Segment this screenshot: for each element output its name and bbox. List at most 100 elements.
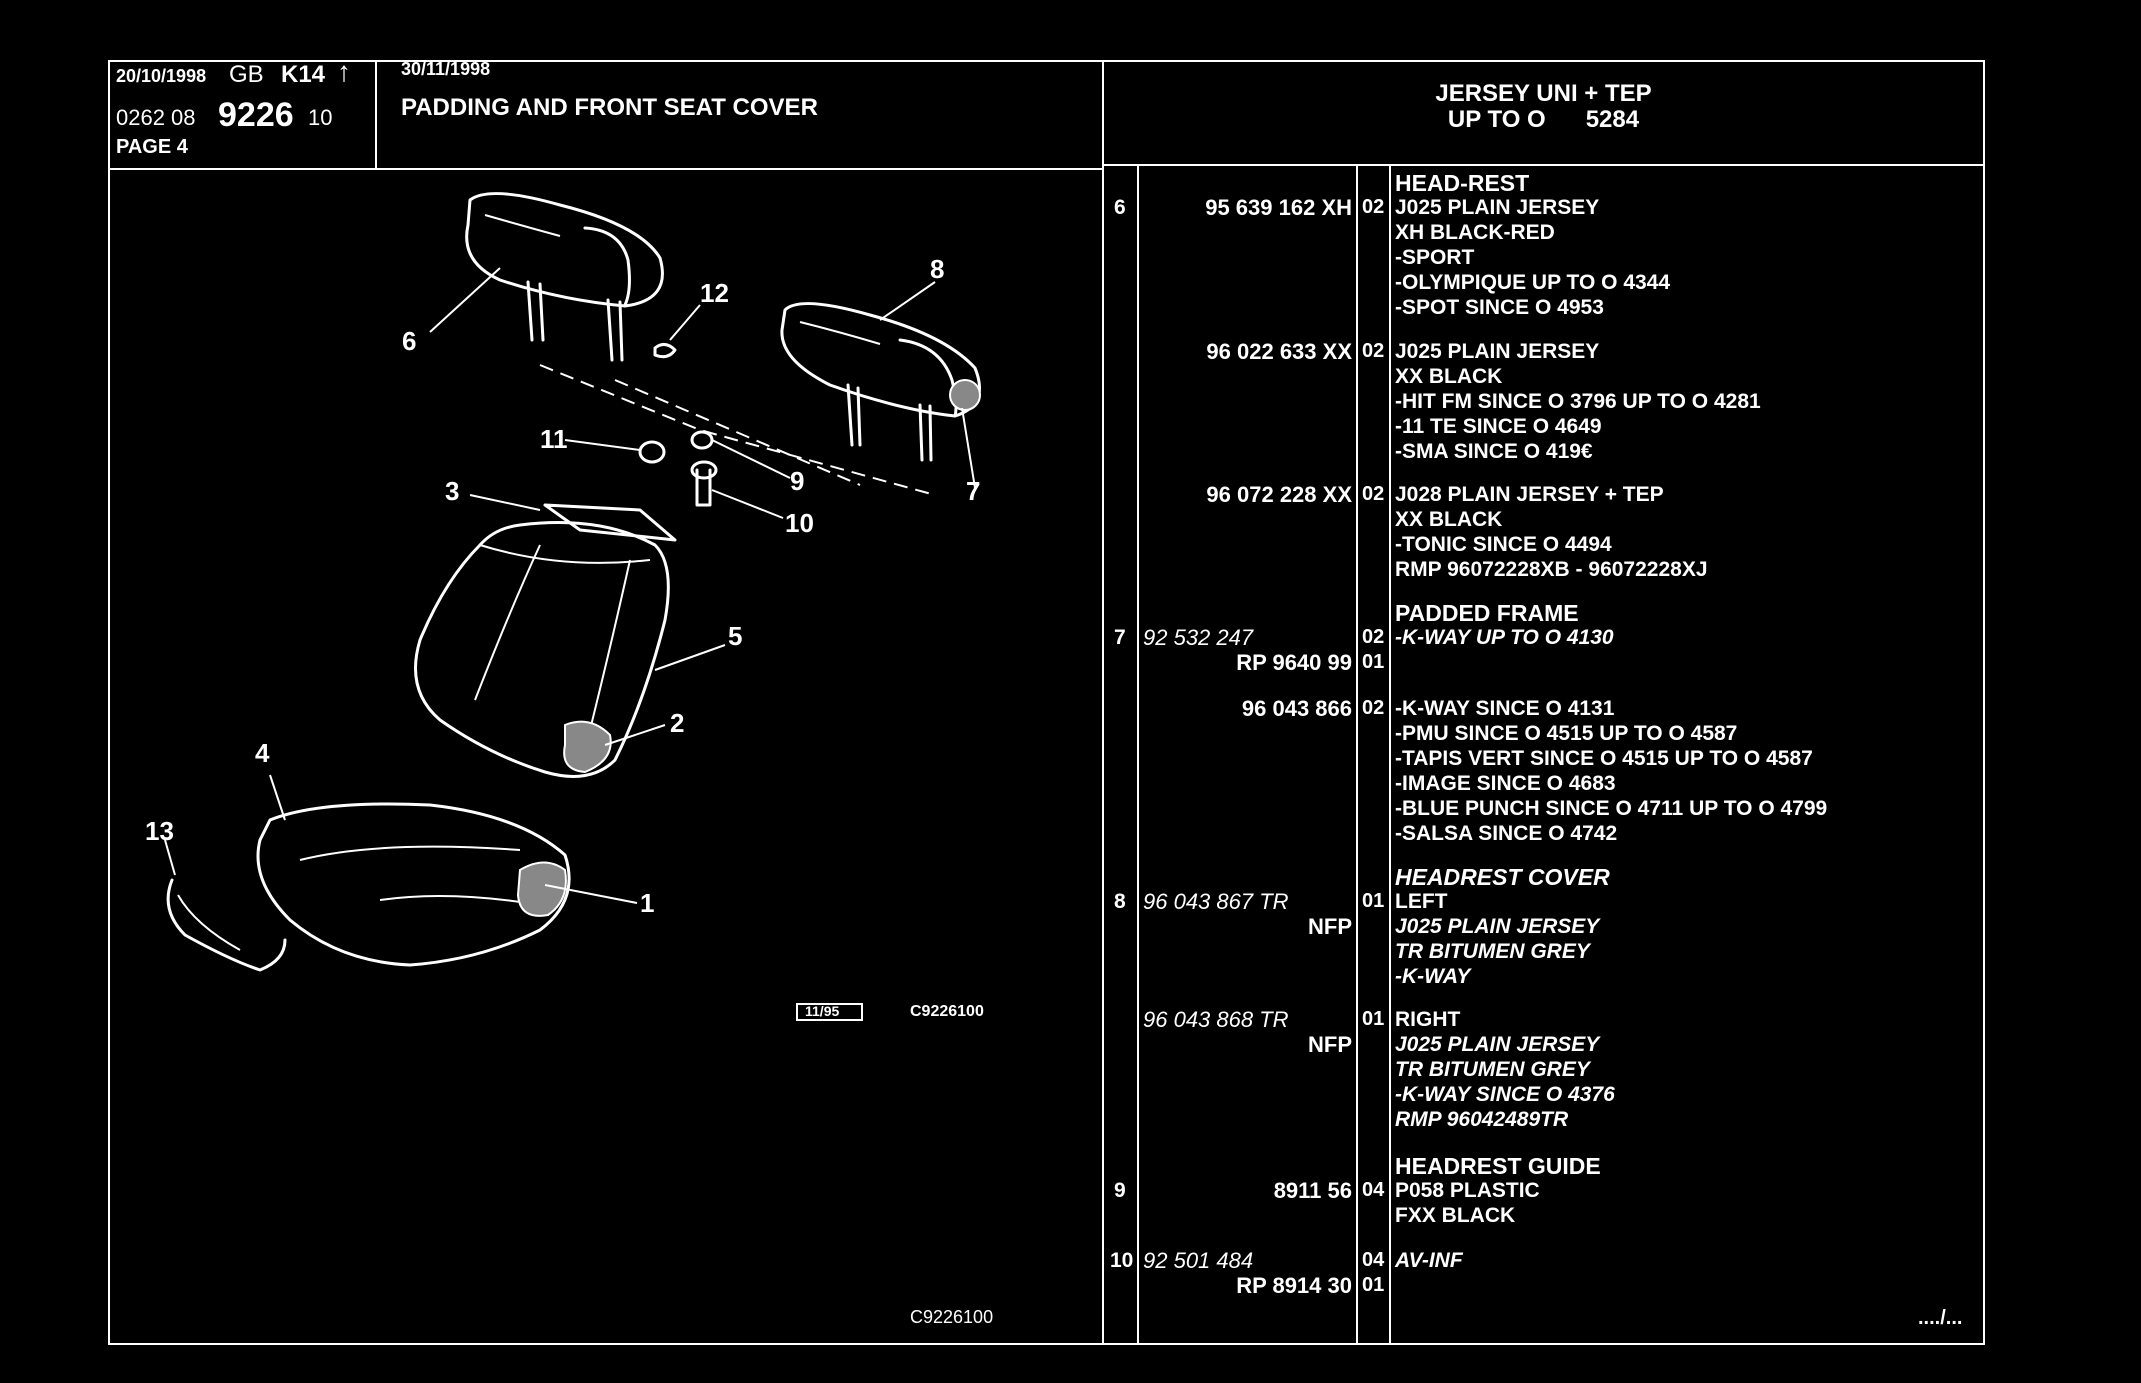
- description-line: XH BLACK-RED: [1395, 221, 1555, 244]
- description-line: -BLUE PUNCH SINCE O 4711 UP TO O 4799: [1395, 797, 1828, 820]
- callout-11: 11: [540, 424, 568, 454]
- part-number: 8911 56: [1273, 1178, 1352, 1203]
- column-divider-qty-left: [1356, 164, 1358, 1345]
- part-number: 96 022 633 XX: [1206, 339, 1352, 364]
- description-line: TR BITUMEN GREY: [1395, 1058, 1590, 1081]
- print-date: 20/10/1998: [116, 66, 207, 86]
- doc-code-main: 9226: [218, 96, 294, 134]
- part-number: 96 043 867 TR: [1143, 889, 1289, 914]
- page-title: PADDING AND FRONT SEAT COVER: [401, 94, 818, 121]
- rod-13-drawing: [166, 878, 287, 972]
- quantity: 02: [1362, 196, 1385, 218]
- revision-date: 30/11/1998: [401, 59, 491, 79]
- part-number: 96 043 866: [1241, 696, 1352, 721]
- description-line: -K-WAY SINCE O 4376: [1395, 1083, 1615, 1106]
- stamp-box: 11/95: [805, 1003, 840, 1019]
- quantity: 04: [1362, 1179, 1385, 1201]
- seat-back-drawing: [414, 521, 670, 778]
- description-line: AV-INF: [1395, 1249, 1463, 1272]
- callout-7: 7: [966, 476, 980, 506]
- description-line: -HIT FM SINCE O 3796 UP TO O 4281: [1395, 390, 1761, 413]
- divider-vertical-main: [1102, 60, 1104, 1345]
- description-line: -SPOT SINCE O 4953: [1395, 296, 1604, 319]
- callout-3: 3: [445, 476, 459, 506]
- description-line: -PMU SINCE O 4515 UP TO O 4587: [1395, 722, 1738, 745]
- ref-8: 8: [1114, 890, 1126, 913]
- bottom-ref: C9226100: [910, 1307, 994, 1327]
- description-line: J025 PLAIN JERSEY: [1395, 196, 1600, 219]
- page-frame: [108, 60, 1985, 1345]
- description-line: J028 PLAIN JERSEY + TEP: [1395, 483, 1664, 506]
- description-line: XX BLACK: [1395, 508, 1503, 531]
- continued-marker: ..../...: [1918, 1307, 1963, 1329]
- ref-9: 9: [1114, 1179, 1126, 1202]
- quantity: 01: [1362, 890, 1385, 912]
- header-divider-right: [1102, 164, 1985, 166]
- callout-10: 10: [785, 508, 814, 538]
- part-number: 92 532 247: [1143, 625, 1254, 650]
- part-number: 96 072 228 XX: [1206, 482, 1352, 507]
- description-line: RIGHT: [1395, 1008, 1461, 1031]
- callout-6: 6: [402, 326, 416, 356]
- language-code: GB: [229, 61, 264, 88]
- quantity: 02: [1362, 340, 1385, 362]
- description-line: XX BLACK: [1395, 365, 1503, 388]
- callout-13: 13: [145, 816, 174, 846]
- description-line: P058 PLASTIC: [1395, 1179, 1540, 1202]
- up-arrow-icon: ↑: [337, 56, 351, 87]
- quantity: 01: [1362, 1274, 1385, 1296]
- description-line: -K-WAY SINCE O 4131: [1395, 697, 1615, 720]
- part-number: 96 043 868 TR: [1143, 1007, 1289, 1032]
- section-heading: HEAD-REST: [1395, 170, 1530, 196]
- description-line: -TAPIS VERT SINCE O 4515 UP TO O 4587: [1395, 747, 1813, 770]
- callout-8: 8: [930, 254, 944, 284]
- section-heading: HEADREST COVER: [1395, 864, 1610, 890]
- description-line: -OLYMPIQUE UP TO O 4344: [1395, 271, 1671, 294]
- part-number: 95 639 162 XH: [1205, 195, 1352, 220]
- description-line: -SMA SINCE O 419€: [1395, 440, 1593, 463]
- part-number: 92 501 484: [1143, 1248, 1254, 1273]
- description-line: J025 PLAIN JERSEY: [1395, 1033, 1600, 1056]
- column-divider-part: [1137, 164, 1139, 1345]
- quantity: 02: [1362, 626, 1385, 648]
- doc-code-prefix: 0262 08: [116, 105, 196, 130]
- ref-7: 7: [1114, 626, 1126, 649]
- column-divider-qty-right: [1389, 164, 1391, 1345]
- headrest-6-drawing: [465, 192, 664, 362]
- description-line: -K-WAY: [1395, 965, 1471, 988]
- nfp-label: NFP: [1308, 914, 1352, 939]
- ref-6: 6: [1114, 196, 1126, 219]
- description-line: FXX BLACK: [1395, 1204, 1516, 1227]
- callout-5: 5: [728, 621, 742, 651]
- description-line: -SALSA SINCE O 4742: [1395, 822, 1618, 845]
- description-line: LEFT: [1395, 890, 1448, 913]
- section-heading: PADDED FRAME: [1395, 600, 1579, 626]
- header-divider-left: [108, 168, 1104, 170]
- description-line: J025 PLAIN JERSEY: [1395, 340, 1600, 363]
- seat-cushion-drawing: [256, 802, 571, 967]
- description-line: -IMAGE SINCE O 4683: [1395, 772, 1616, 795]
- description-line: RMP 96042489TR: [1395, 1108, 1569, 1131]
- description-line: -SPORT: [1395, 246, 1475, 269]
- description-line: -11 TE SINCE O 4649: [1395, 415, 1602, 438]
- description-line: RMP 96072228XB - 96072228XJ: [1395, 558, 1708, 581]
- description-line: -K-WAY UP TO O 4130: [1395, 626, 1614, 649]
- callout-1: 1: [640, 888, 654, 918]
- trim-range: UP TO O 5284: [1447, 106, 1640, 133]
- quantity: 02: [1362, 483, 1385, 505]
- model-code: K14: [281, 61, 326, 88]
- page-number: PAGE 4: [116, 136, 188, 158]
- doc-code-suffix: 10: [308, 105, 333, 130]
- callout-2: 2: [670, 708, 684, 738]
- header-divider-code: [375, 60, 377, 170]
- exploded-seat-diagram: 1 2 3 4 5 6 7 8 9 10 11 12 13: [145, 192, 981, 1021]
- quantity: 01: [1362, 1008, 1385, 1030]
- trim-title: JERSEY UNI + TEP: [1435, 80, 1652, 107]
- part-number-rp: RP 9640 99: [1236, 650, 1352, 675]
- callout-4: 4: [255, 738, 270, 768]
- description-line: J025 PLAIN JERSEY: [1395, 915, 1600, 938]
- description-line: TR BITUMEN GREY: [1395, 940, 1590, 963]
- nfp-label: NFP: [1308, 1032, 1352, 1057]
- small-parts-drawing: [638, 343, 718, 507]
- stamp-ref: C9226100: [910, 1003, 984, 1020]
